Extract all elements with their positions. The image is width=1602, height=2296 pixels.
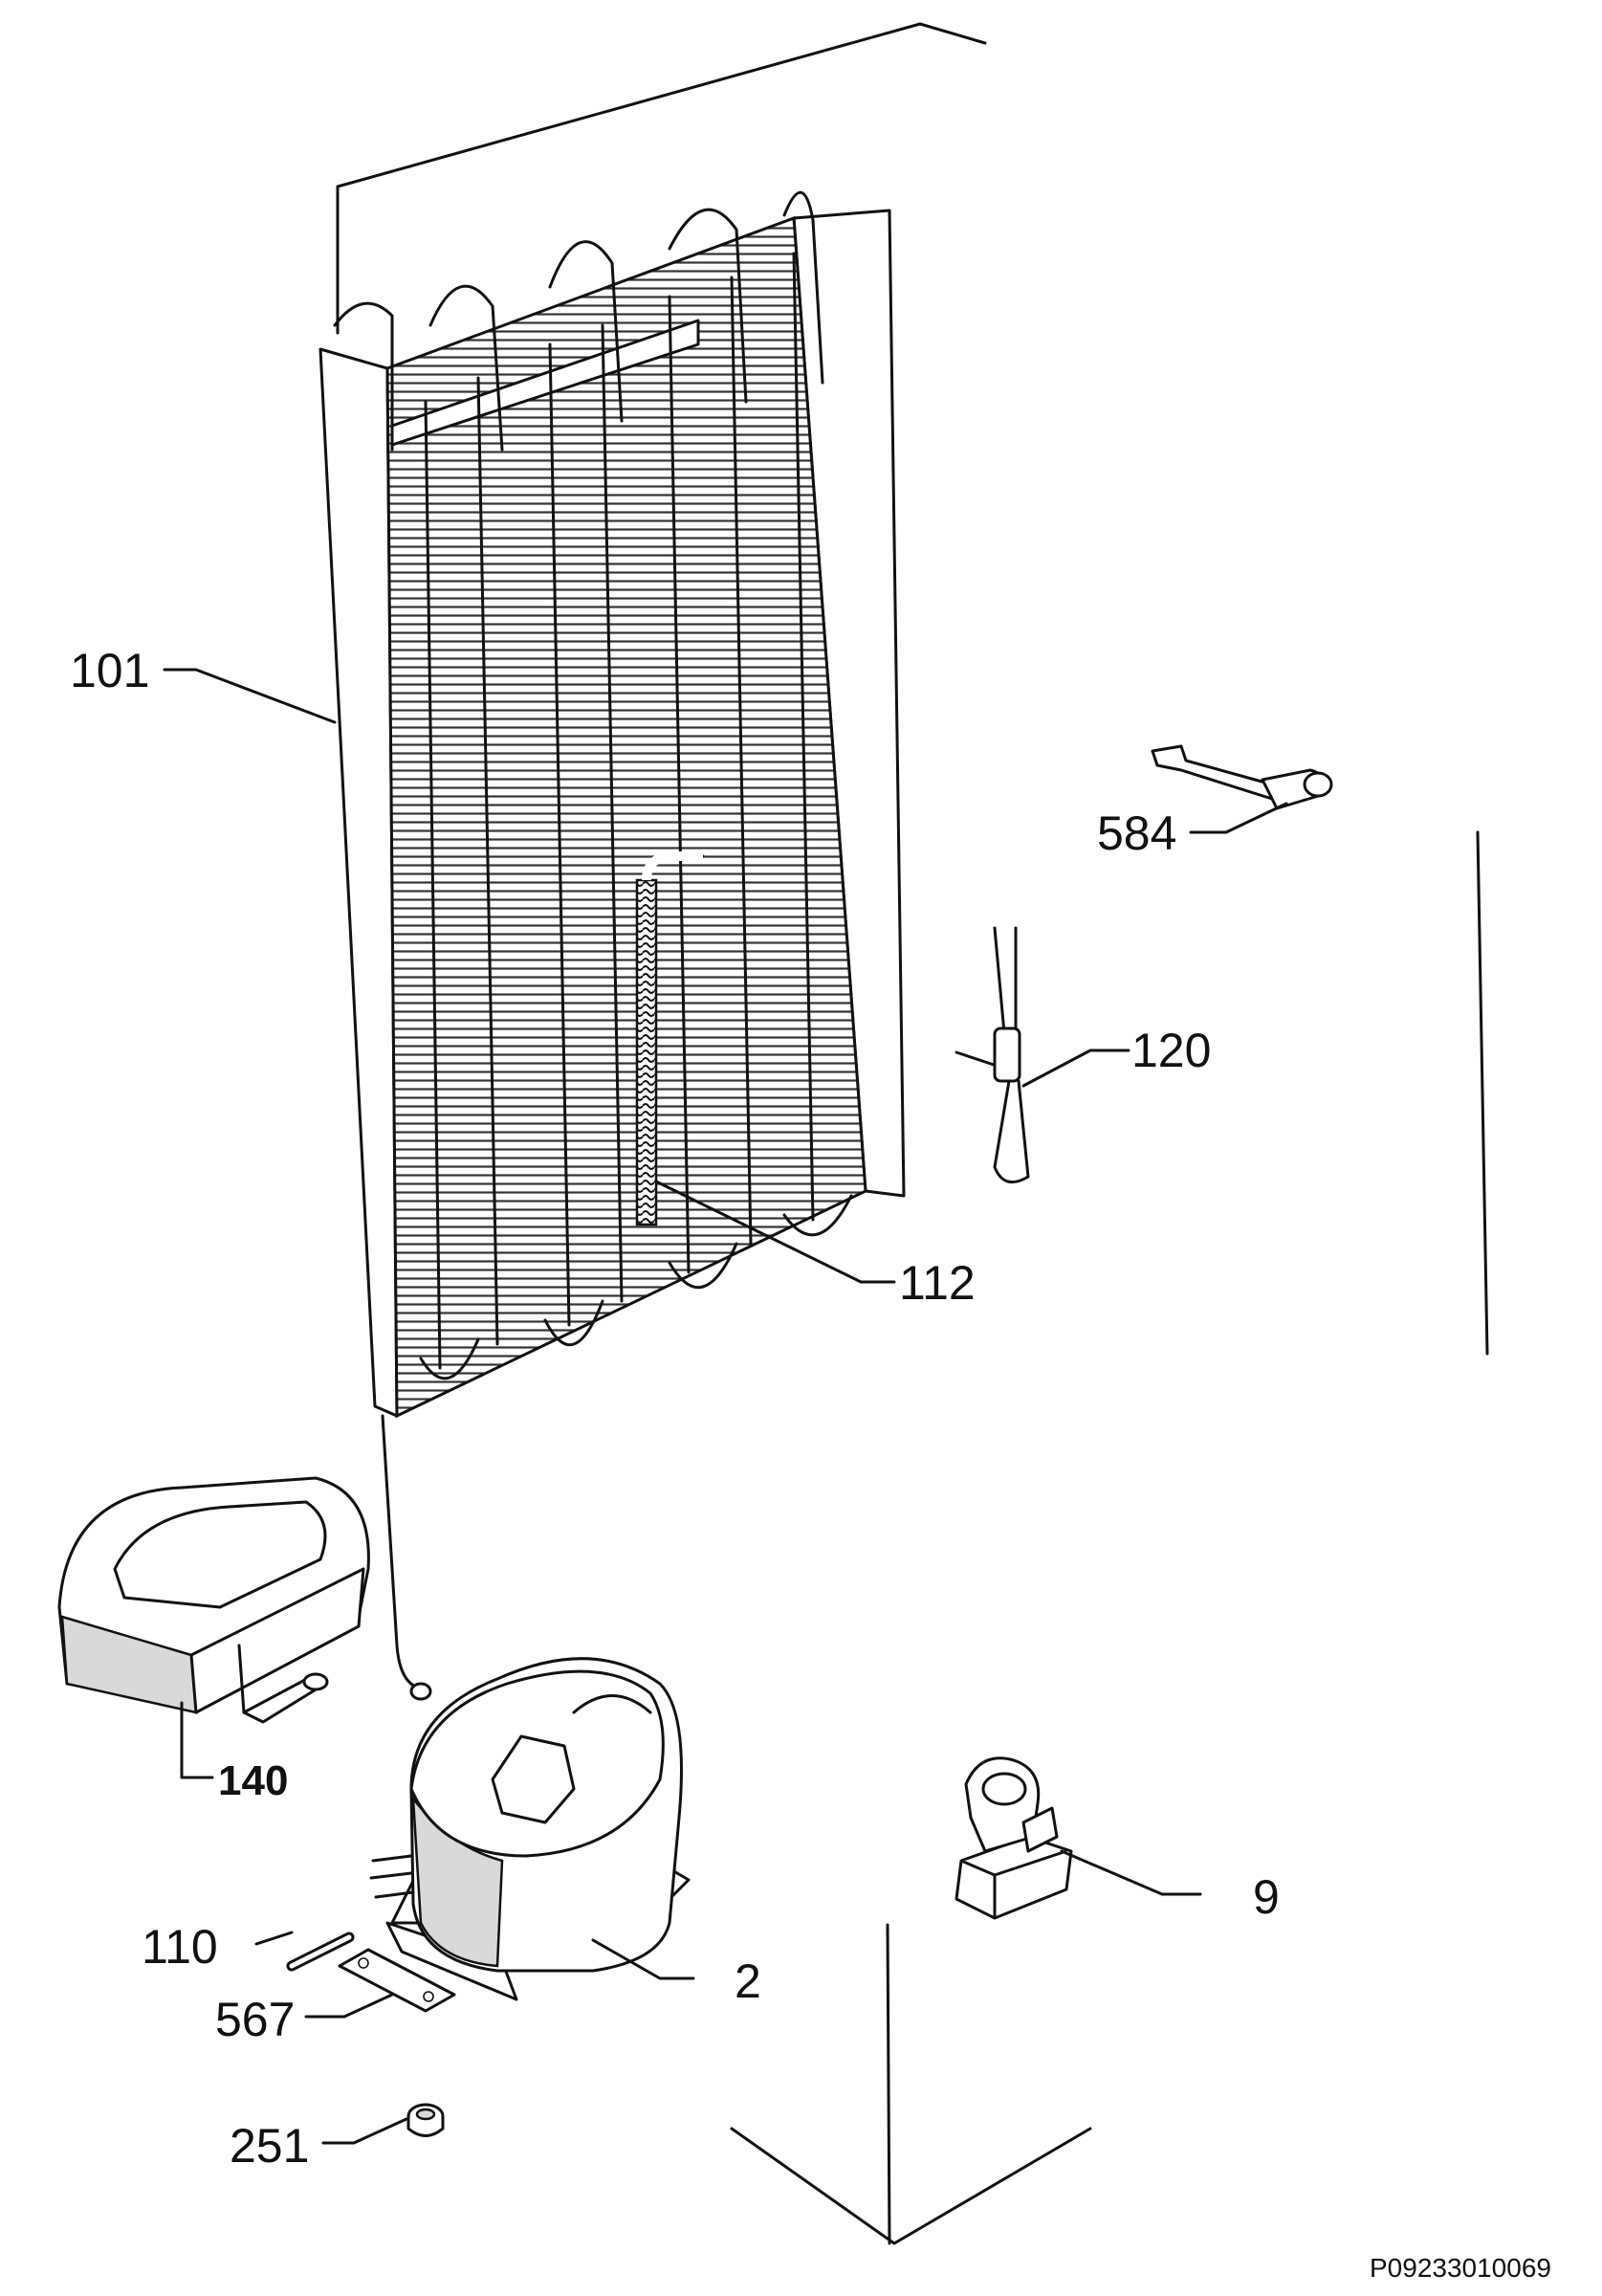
part-567-drawing <box>338 1948 456 2013</box>
part-9-drawing <box>955 1756 1073 1920</box>
callout-2: 2 <box>735 1954 761 2008</box>
callout-251: 251 <box>230 2119 309 2173</box>
callout-112: 112 <box>899 1256 976 1310</box>
callout-9: 9 <box>1253 1870 1280 1924</box>
condenser-tube-loops <box>333 190 853 1380</box>
part-251-drawing <box>406 2103 445 2137</box>
leader-lines <box>163 668 1288 2145</box>
callout-567: 567 <box>215 1993 295 2046</box>
callout-110: 110 <box>142 1920 218 1974</box>
part-584-drawing <box>1151 744 1333 810</box>
part-110-drawing <box>286 1932 355 1972</box>
callout-584: 584 <box>1097 806 1176 860</box>
callout-101: 101 <box>70 644 149 697</box>
part-120-drawing <box>955 926 1030 1184</box>
drawing-code: P09233010069 <box>1370 2253 1551 2283</box>
callout-labels: 101 584 120 112 140 9 110 2 567 251 <box>70 644 1280 2173</box>
condenser <box>318 190 906 1690</box>
cabinet-outline <box>336 22 1489 2245</box>
drip-tray-drawing <box>57 1476 370 1724</box>
compressor-drawing <box>369 1657 691 2001</box>
callout-120: 120 <box>1131 1024 1211 1077</box>
callout-140: 140 <box>218 1757 288 1804</box>
